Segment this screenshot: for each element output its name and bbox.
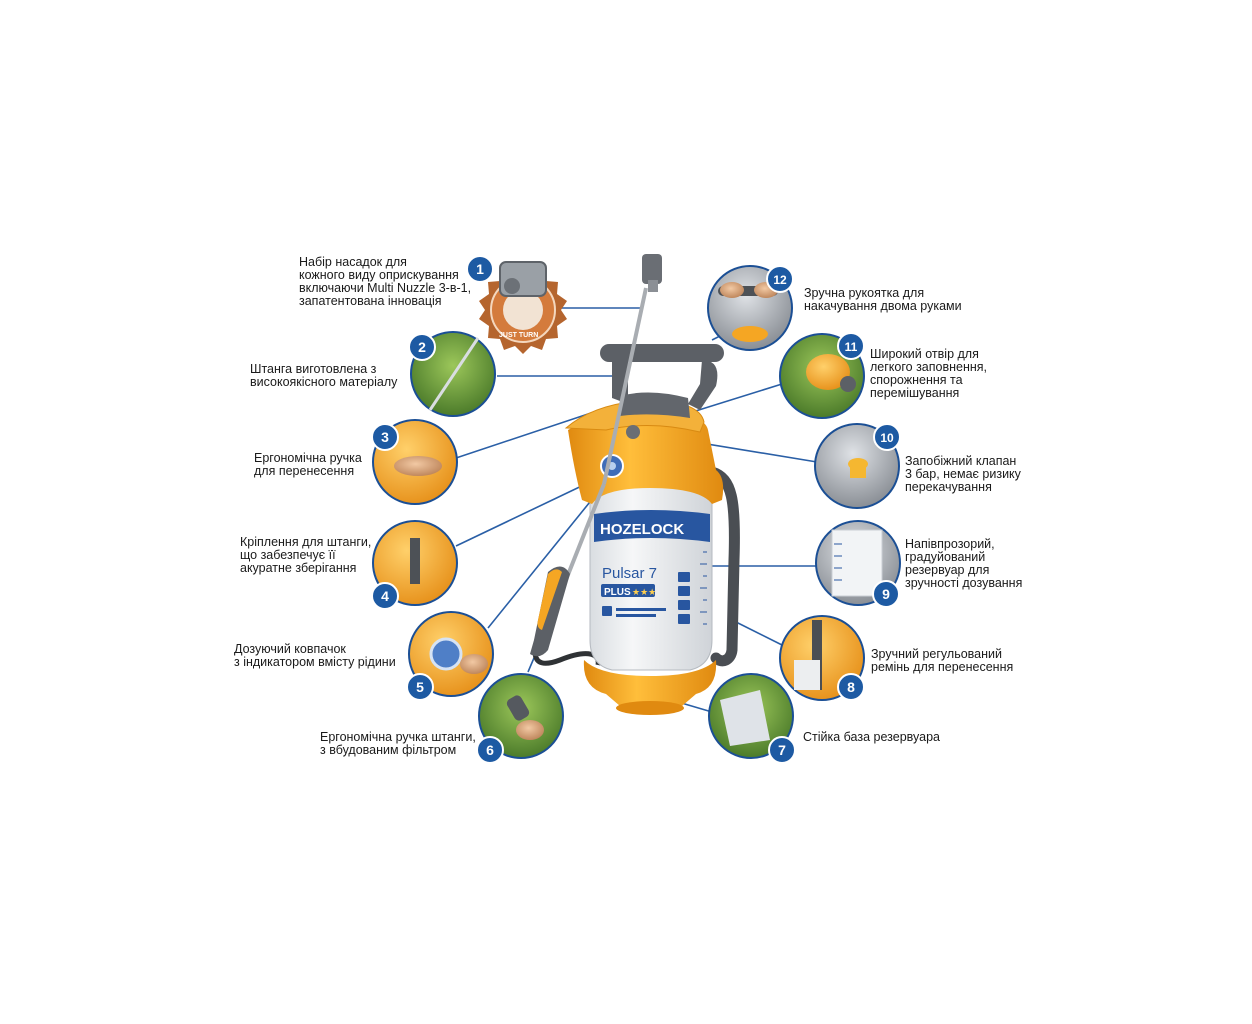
feature-label-7: Стійка база резервуара — [803, 730, 940, 744]
lance-clip-icon — [410, 538, 420, 584]
number-badges: 1 2 3 4 5 6 7 8 9 10 11 12 — [371, 255, 901, 764]
pump-shaft — [620, 392, 690, 418]
badge-10: 10 — [873, 423, 901, 451]
brand-band — [594, 510, 710, 542]
feature-label-2: Штанга виготовлена з високоякісного мате… — [250, 362, 398, 389]
badge-6: 6 — [476, 736, 504, 764]
strap-icon — [812, 620, 822, 690]
leader-line-11 — [685, 383, 783, 415]
feature-label-3: Ергономічна ручка для перенесення — [254, 451, 362, 478]
badge-2: 2 — [408, 333, 436, 361]
brand-logo: HOZELOCK — [600, 521, 684, 538]
feature-photo-7 — [708, 673, 794, 759]
badge-9: 9 — [872, 580, 900, 608]
lance-icon — [428, 337, 480, 411]
tank-info-icons — [602, 572, 690, 624]
svg-text:12: 12 — [773, 273, 787, 287]
safety-valve — [626, 425, 640, 439]
badge-1: 1 — [466, 255, 494, 283]
carry-handle-icon — [394, 456, 442, 476]
dosing-cap-icon — [429, 637, 463, 671]
pump-handle-bar — [600, 344, 724, 362]
badge-3: 3 — [371, 423, 399, 451]
graduated-tank-icon — [831, 529, 883, 597]
svg-text:11: 11 — [845, 340, 858, 354]
wide-opening-icon — [806, 354, 850, 390]
leader-line-4 — [455, 481, 591, 547]
feature-label-11: Широкий отвір для легкого заповнення, сп… — [870, 347, 988, 400]
feature-label-12: Зручна рукоятка для накачування двома ру… — [804, 286, 962, 313]
stamp-text: JUST TURN — [499, 332, 538, 339]
tank-base — [583, 660, 717, 706]
tank-graduations — [700, 539, 707, 625]
svg-text:4: 4 — [381, 588, 389, 604]
feature-photo-5 — [408, 611, 494, 697]
badge-11: 11 — [837, 332, 865, 360]
feature-label-5: Дозуючий ковпачок з індикатором вмісту р… — [234, 642, 396, 669]
feature-label-10: Запобіжний клапан 3 бар, немає ризику пе… — [905, 454, 1021, 494]
svg-text:8: 8 — [847, 679, 855, 695]
feature-photo-6 — [478, 673, 564, 759]
badge-8: 8 — [837, 673, 865, 701]
feature-label-9: Напівпрозорий, градуйований резервуар дл… — [905, 537, 1023, 590]
stable-base-icon — [720, 690, 770, 746]
svg-text:7: 7 — [778, 742, 786, 758]
svg-text:3: 3 — [381, 429, 389, 445]
lance-grip-icon — [506, 695, 530, 721]
leader-line-5 — [487, 491, 599, 629]
svg-text:6: 6 — [486, 742, 494, 758]
svg-text:9: 9 — [882, 586, 890, 602]
svg-text:1: 1 — [476, 261, 484, 277]
sprayer-illustration: HOZELOCK Pulsar 7 PLUS ★★★ — [530, 254, 740, 715]
svg-text:2: 2 — [418, 339, 426, 355]
badge-5: 5 — [406, 673, 434, 701]
feature-label-1: Набір насадок для кожного виду оприскува… — [299, 255, 472, 308]
leader-line-3 — [455, 409, 601, 459]
model-variant: PLUS — [604, 587, 631, 598]
spray-nozzle — [642, 254, 662, 284]
feature-photo-4 — [372, 520, 458, 606]
spray-lance — [602, 287, 648, 485]
feature-photo-1: JUST TURN — [479, 261, 567, 354]
badge-4: 4 — [371, 582, 399, 610]
badge-7: 7 — [768, 736, 796, 764]
svg-text:5: 5 — [416, 679, 424, 695]
svg-text:★★★: ★★★ — [632, 587, 656, 597]
shoulder-strap — [706, 466, 740, 667]
feature-label-6: Ергономічна ручка штанги, з вбудованим ф… — [320, 730, 476, 757]
svg-text:10: 10 — [880, 431, 894, 445]
feature-label-8: Зручний регульований ремінь для перенесе… — [871, 647, 1014, 674]
lance-grip — [530, 566, 570, 657]
model-name: Pulsar 7 — [602, 565, 657, 582]
feature-label-4: Кріплення для штанги, що забезпечує її а… — [240, 535, 372, 575]
badge-12: 12 — [766, 265, 794, 293]
